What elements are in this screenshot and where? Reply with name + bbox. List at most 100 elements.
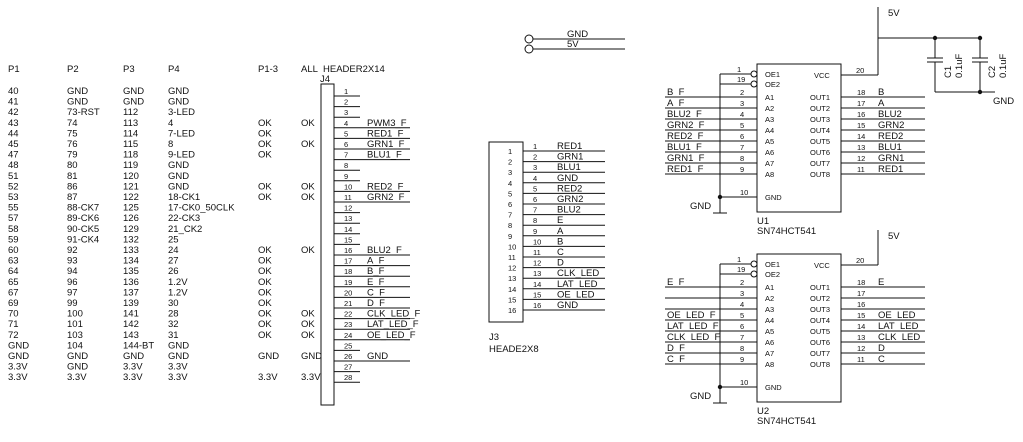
j3-right-pin-number: 5: [533, 184, 537, 193]
input-pin-name: A7: [765, 349, 774, 358]
j3-body: [488, 141, 524, 323]
input-pin-number: 5: [740, 121, 744, 130]
j4-pin-number: 7: [344, 151, 348, 160]
table-cell: 3.3V: [301, 372, 321, 383]
input-net-label: CLK_LED_F: [667, 332, 721, 343]
table-header: P4: [168, 64, 180, 75]
input-net-label: OE_LED_F: [667, 310, 716, 321]
table-cell: 17-CK0_50CLK: [168, 203, 235, 214]
j4-pin-number: 9: [344, 172, 348, 181]
table-header: P3: [123, 64, 135, 75]
j3-net-label: E: [557, 215, 563, 226]
j4-net-label: B_F: [367, 266, 385, 277]
table-cell: 91-CK4: [67, 234, 99, 245]
table-cell: OK: [301, 139, 315, 150]
table-cell: 7-LED: [168, 128, 195, 139]
table-cell: 118: [123, 150, 138, 161]
table-cell: 113: [123, 118, 138, 129]
table-cell: 43: [8, 118, 19, 129]
output-pin-name: OUT5: [810, 137, 830, 146]
table-cell: 70: [8, 309, 19, 320]
input-pin-name: A7: [765, 159, 774, 168]
power-gnd-label: GND: [567, 29, 588, 40]
input-pin-number: 8: [740, 154, 744, 163]
table-cell: GND: [67, 86, 88, 97]
j3-right-pin-number: 7: [533, 206, 537, 215]
j4-net-label: PWM3_F: [367, 118, 407, 129]
table-cell: 60: [8, 245, 19, 256]
output-net-label: GRN2: [878, 120, 904, 131]
v5-port-circle: [524, 44, 534, 54]
output-pin-name: OUT8: [810, 360, 830, 369]
output-net-label: OE_LED: [878, 310, 916, 321]
j4-pin-number: 4: [344, 119, 348, 128]
table-cell: 134: [123, 256, 139, 267]
table-cell: GND: [301, 351, 322, 362]
j4-pin-number: 2: [344, 98, 348, 107]
input-pin-number: 3: [740, 289, 744, 298]
oe-inversion-bubble: [750, 70, 758, 78]
table-cell: GND: [168, 160, 189, 171]
table-header: P1: [8, 64, 20, 75]
input-net-label: GRN1_F: [667, 153, 705, 164]
table-cell: GND: [168, 86, 189, 97]
j3-net-label: GND: [557, 300, 578, 311]
j4-net-label: GRN2_F: [367, 192, 405, 203]
output-pin-name: OUT3: [810, 115, 830, 124]
table-cell: 129: [123, 224, 139, 235]
table-cell: 92: [67, 245, 78, 256]
cap-ref-label: C1: [943, 66, 954, 78]
table-cell: 120: [123, 171, 139, 182]
input-pin-number: 4: [740, 300, 744, 309]
table-cell: 44: [8, 128, 19, 139]
output-pin-number: 16: [857, 110, 865, 119]
j4-pin-number: 27: [344, 363, 352, 372]
table-cell: OK: [258, 266, 272, 277]
j4-net-label: A_F: [367, 256, 385, 267]
table-cell: 73-RST: [67, 107, 100, 118]
table-cell: GND: [258, 351, 279, 362]
table-cell: 28: [168, 309, 179, 320]
j3-net-label: GRN1: [557, 152, 583, 163]
table-cell: 114: [123, 128, 138, 139]
table-cell: 3.3V: [8, 362, 28, 373]
j3-left-pin-number: 13: [508, 274, 516, 283]
table-cell: OK: [258, 118, 272, 129]
table-cell: 32: [168, 319, 179, 330]
table-cell: 112: [123, 107, 138, 118]
j3-net-label: LAT_LED: [557, 279, 598, 290]
oe-pin-number: 1: [737, 65, 741, 74]
table-cell: 41: [8, 97, 19, 108]
output-net-label: LAT_LED: [878, 321, 919, 332]
table-header: P2: [67, 64, 79, 75]
table-cell: 135: [123, 266, 139, 277]
table-cell: GND: [168, 171, 189, 182]
table-header: P1-3: [258, 64, 278, 75]
buffer-body: [756, 63, 842, 213]
input-pin-number: 4: [740, 110, 744, 119]
j4-pin-number: 17: [344, 257, 352, 266]
j3-left-pin-number: 2: [508, 158, 512, 167]
j3-right-pin-number: 15: [533, 290, 541, 299]
output-net-label: RED1: [878, 164, 903, 175]
cap-value-label: 0.1uF: [998, 54, 1009, 78]
table-cell: 3.3V: [168, 372, 188, 383]
j3-right-pin-number: 11: [533, 248, 541, 257]
table-cell: 21_CK2: [168, 224, 202, 235]
table-cell: 18-CK1: [168, 192, 200, 203]
output-net-label: BLU2: [878, 109, 902, 120]
table-cell: 53: [8, 192, 19, 203]
input-net-label: C_F: [667, 354, 685, 365]
table-cell: 132: [123, 234, 139, 245]
input-pin-name: A8: [765, 360, 774, 369]
table-cell: 3.3V: [123, 362, 143, 373]
input-net-label: E_F: [667, 277, 685, 288]
j4-pin-number: 11: [344, 193, 352, 202]
table-cell: 144-BT: [123, 340, 154, 351]
j3-right-pin-number: 2: [533, 153, 537, 162]
table-cell: 99: [67, 298, 78, 309]
table-cell: GND: [123, 351, 144, 362]
input-pin-number: 7: [740, 333, 744, 342]
j4-pin-number: 5: [344, 129, 348, 138]
table-cell: 141: [123, 309, 139, 320]
